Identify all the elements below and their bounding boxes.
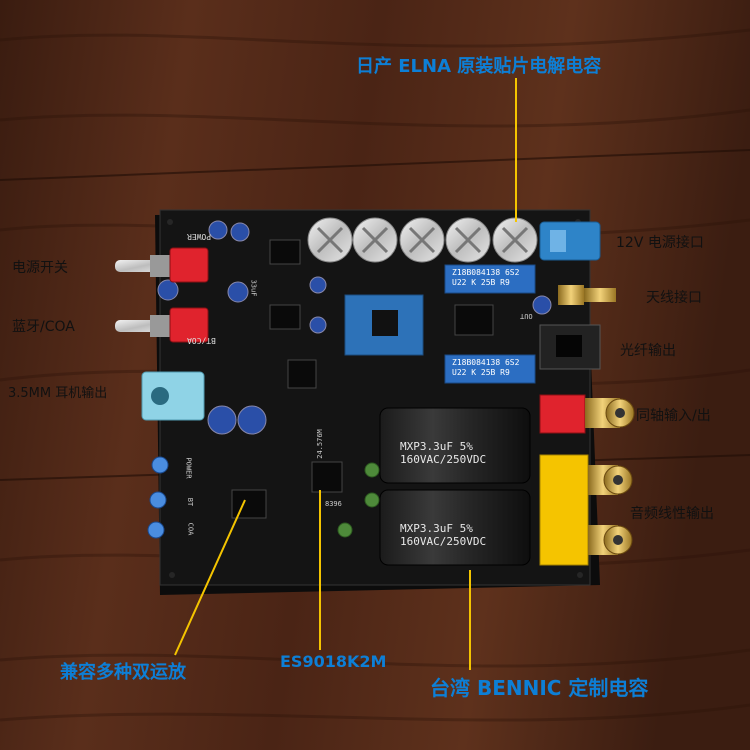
antenna-connector bbox=[558, 285, 616, 305]
small-cap-label-1: Z18B084138 6S2 U22 K 25B R9 bbox=[452, 268, 520, 287]
callout-dac-chip: ES9018K2M bbox=[280, 652, 387, 671]
callout-elna-caps: 日产 ELNA 原装贴片电解电容 bbox=[356, 56, 602, 77]
pcb-out-mark: OUT bbox=[520, 312, 533, 320]
small-cap-label-2: Z18B084138 6S2 U22 K 25B R9 bbox=[452, 358, 520, 377]
pcb-power-mark: POWER bbox=[187, 232, 212, 241]
film-cap-1 bbox=[379, 407, 531, 484]
callout-dc-in: 12V 电源接口 bbox=[616, 235, 704, 251]
line-out-rca bbox=[539, 454, 589, 566]
coax-rca bbox=[539, 394, 586, 434]
callout-film-caps: 台湾 BENNIC 定制电容 bbox=[430, 676, 649, 700]
blue-cap-1 bbox=[444, 264, 536, 294]
green-caps bbox=[337, 462, 380, 538]
pcb-bt-coa-mark: BT/COA bbox=[187, 336, 216, 345]
headphone-jack bbox=[141, 371, 205, 421]
callout-line-out: 音频线性输出 bbox=[630, 506, 714, 522]
blue-cap-2 bbox=[444, 354, 536, 384]
callout-opamp: 兼容多种双运放 bbox=[60, 662, 186, 683]
pcb-led-power-mark: POWER bbox=[184, 457, 193, 479]
callout-antenna: 天线接口 bbox=[646, 290, 702, 306]
pcb-chip-code: 8396 bbox=[325, 500, 342, 508]
pcb-crystal-mark: 24.576M bbox=[315, 429, 324, 459]
callout-power-switch: 电源开关 bbox=[12, 260, 68, 276]
pcb-led-bt-mark: BT bbox=[186, 497, 195, 507]
leader-lines bbox=[174, 78, 517, 670]
ics bbox=[231, 239, 494, 519]
film-cap-label-1: MXP3.3uF 5% 160VAC/250VDC bbox=[400, 440, 487, 466]
leds bbox=[147, 456, 169, 539]
bt-coa-switch bbox=[115, 307, 209, 343]
pcb-cap-mark: 33uF bbox=[249, 279, 258, 297]
elna-capacitors bbox=[307, 217, 538, 263]
callout-headphone-out: 3.5MM 耳机输出 bbox=[8, 386, 108, 401]
dc-jack bbox=[539, 221, 601, 261]
small-electrolytic-caps bbox=[157, 220, 552, 435]
film-cap-label-2: MXP3.3uF 5% 160VAC/250VDC bbox=[400, 522, 487, 548]
callout-bt-coa: 蓝牙/COA bbox=[12, 319, 75, 335]
power-switch bbox=[115, 247, 209, 283]
callout-coax: 同轴输入/出 bbox=[636, 408, 711, 424]
callout-optical: 光纤输出 bbox=[620, 343, 676, 359]
film-cap-2 bbox=[379, 489, 531, 566]
pcb-led-coa-mark: COA bbox=[186, 522, 195, 536]
